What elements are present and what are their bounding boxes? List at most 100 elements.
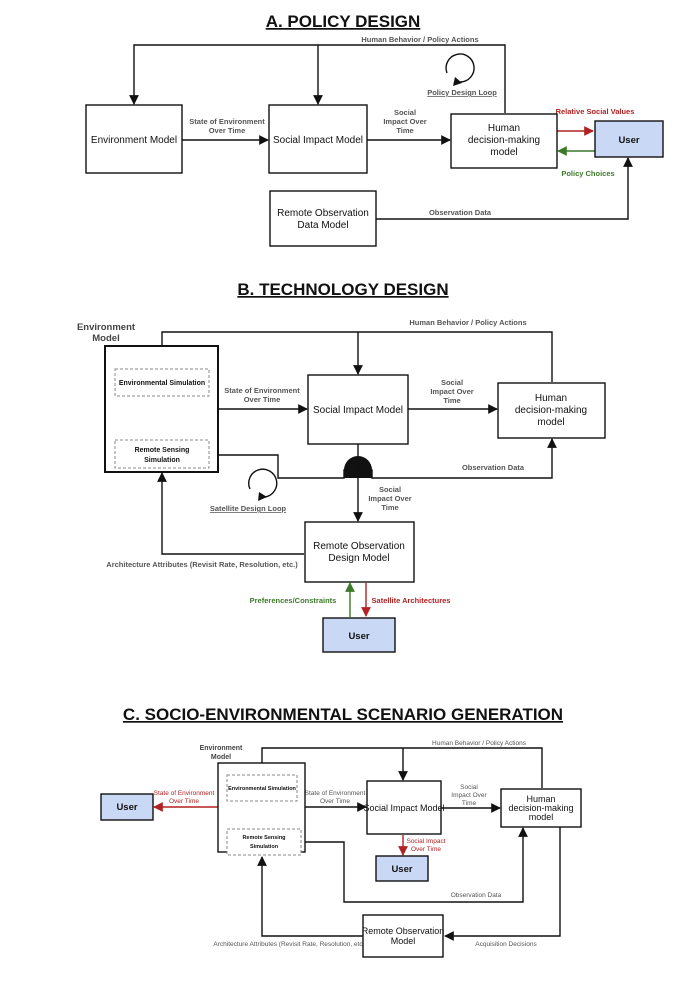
section-b: B. TECHNOLOGY DESIGN Environment Model H… xyxy=(77,280,606,653)
b-remote-model-label-2: Design Model xyxy=(328,553,389,564)
a-human-behavior-label: Human Behavior / Policy Actions xyxy=(361,35,478,44)
section-a: A. POLICY DESIGN Human Behavior / Policy… xyxy=(85,12,664,247)
c-observation-arrow xyxy=(301,827,528,903)
a-remote-model-label-2: Data Model xyxy=(297,220,348,231)
section-c-title: C. SOCIO-ENVIRONMENTAL SCENARIO GENERATI… xyxy=(123,705,563,724)
c-observation-label: Observation Data xyxy=(451,892,502,899)
a-loop-icon xyxy=(445,53,475,83)
c-social-impact-box xyxy=(366,780,442,835)
b-social-label-1: Social xyxy=(441,378,463,387)
a-human-model-label-2: decision-making xyxy=(468,135,540,146)
a-user-box xyxy=(594,120,664,158)
b-loop-label: Satellite Design Loop xyxy=(210,504,287,513)
a-environment-model-box xyxy=(85,104,183,174)
c-user-left-label: User xyxy=(116,802,137,813)
c-rs-sim-label-1: Remote Sensing xyxy=(242,835,285,841)
a-relative-values-label: Relative Social Values xyxy=(556,107,635,116)
c-human-behavior-label: Human Behavior / Policy Actions xyxy=(432,740,527,747)
c-remote-model-label-2: Model xyxy=(391,936,416,946)
c-user-mid-box xyxy=(375,855,429,882)
b-rs-sim-label-2: Simulation xyxy=(144,457,180,464)
c-state-red-label-2: Over Time xyxy=(169,798,199,805)
c-social-red-label-2: Over Time xyxy=(411,846,441,853)
c-acquisition-arrow xyxy=(444,827,561,941)
b-social-label-3: Time xyxy=(443,396,460,405)
b-remote-model-box xyxy=(304,521,415,583)
c-human-model-box xyxy=(500,788,582,828)
b-loop-arrowhead-icon xyxy=(258,492,267,501)
a-social-label-1: Social xyxy=(394,108,416,117)
c-user-left-box xyxy=(100,793,154,821)
b-remote-model-label-1: Remote Observation xyxy=(313,541,405,552)
b-observation-arrow xyxy=(210,438,557,479)
a-observation-arrow xyxy=(376,157,633,220)
b-env-sim-box xyxy=(114,368,210,397)
b-user-box xyxy=(322,617,396,653)
b-rs-sim-label-1: Remote Sensing xyxy=(135,447,190,454)
a-state-label-1: State of Environment xyxy=(189,117,265,126)
a-human-model-label-3: model xyxy=(490,147,517,158)
b-social-label-2: Impact Over xyxy=(430,387,473,396)
c-human-model-label-1: Human xyxy=(526,794,555,804)
b-architecture-label: Architecture Attributes (Revisit Rate, R… xyxy=(106,560,298,569)
a-observation-label: Observation Data xyxy=(429,208,492,217)
a-social-label-2: Impact Over xyxy=(383,117,426,126)
b-human-model-label-3: model xyxy=(537,417,564,428)
a-loop-arrowhead-icon xyxy=(453,77,462,86)
b-satellite-arch-label: Satellite Architectures xyxy=(372,596,451,605)
section-a-title: A. POLICY DESIGN xyxy=(266,12,421,31)
c-rs-sim-label-2: Simulation xyxy=(250,844,279,850)
a-state-label-2: Over Time xyxy=(209,126,246,135)
c-social-label-1: Social xyxy=(460,784,478,791)
c-env-sim-box xyxy=(226,774,298,802)
c-state-label-1: State of Environment xyxy=(305,790,366,797)
a-human-model-label-1: Human xyxy=(488,123,520,134)
b-social-impact-box xyxy=(307,374,409,445)
a-human-model-box xyxy=(450,113,558,169)
a-social-label-3: Time xyxy=(396,126,413,135)
c-state-red-label-1: State of Environment xyxy=(154,790,215,797)
b-architecture-arrow xyxy=(157,472,304,555)
b-social-down-label-2: Impact Over xyxy=(368,494,411,503)
b-preferences-label: Preferences/Constraints xyxy=(250,596,337,605)
b-loop-icon xyxy=(248,468,278,498)
b-state-label-1: State of Environment xyxy=(224,386,300,395)
section-c: C. SOCIO-ENVIRONMENTAL SCENARIO GENERATI… xyxy=(100,705,582,958)
b-social-impact-label: Social Impact Model xyxy=(313,405,403,416)
c-architecture-arrow xyxy=(257,856,363,937)
a-remote-model-label-1: Remote Observation xyxy=(277,208,369,219)
c-state-label-2: Over Time xyxy=(320,798,350,805)
c-env-header-1: Environment xyxy=(200,745,243,752)
b-social-down-label-3: Time xyxy=(381,503,398,512)
c-architecture-label: Architecture Attributes (Revisit Rate, R… xyxy=(213,941,366,948)
c-env-header-2: Model xyxy=(211,754,231,761)
b-env-sim-label: Environmental Simulation xyxy=(119,380,205,387)
a-policy-choices-label: Policy Choices xyxy=(561,169,614,178)
b-rs-sim-box xyxy=(114,439,210,469)
b-env-header-1: Environment xyxy=(77,322,136,333)
c-remote-model-label-1: Remote Observation xyxy=(362,926,445,936)
c-user-mid-label: User xyxy=(391,864,412,875)
b-state-label-2: Over Time xyxy=(244,395,281,404)
c-social-impact-label: Social Impact Model xyxy=(363,803,444,813)
b-social-down-label-1: Social xyxy=(379,485,401,494)
b-human-model-box xyxy=(497,382,606,439)
a-remote-model-box xyxy=(269,190,377,247)
c-env-sim-label: Environmental Simulation xyxy=(228,786,296,792)
a-social-impact-box xyxy=(268,104,368,174)
c-social-red-label-1: Social Impact xyxy=(406,838,445,845)
a-user-label: User xyxy=(618,135,639,146)
c-acquisition-label: Acquisition Decisions xyxy=(475,941,537,948)
c-social-label-2: Impact Over xyxy=(451,792,487,799)
c-social-label-3: Time xyxy=(462,800,477,807)
c-human-model-label-2: decision-making xyxy=(508,803,573,813)
a-loop-label: Policy Design Loop xyxy=(427,88,497,97)
b-human-model-label-1: Human xyxy=(535,393,567,404)
c-remote-model-box xyxy=(362,914,444,958)
c-human-model-label-3: model xyxy=(529,812,554,822)
c-human-behavior-arrow xyxy=(257,747,543,788)
a-social-impact-label: Social Impact Model xyxy=(273,135,363,146)
b-human-model-label-2: decision-making xyxy=(515,405,587,416)
section-b-title: B. TECHNOLOGY DESIGN xyxy=(237,280,448,299)
